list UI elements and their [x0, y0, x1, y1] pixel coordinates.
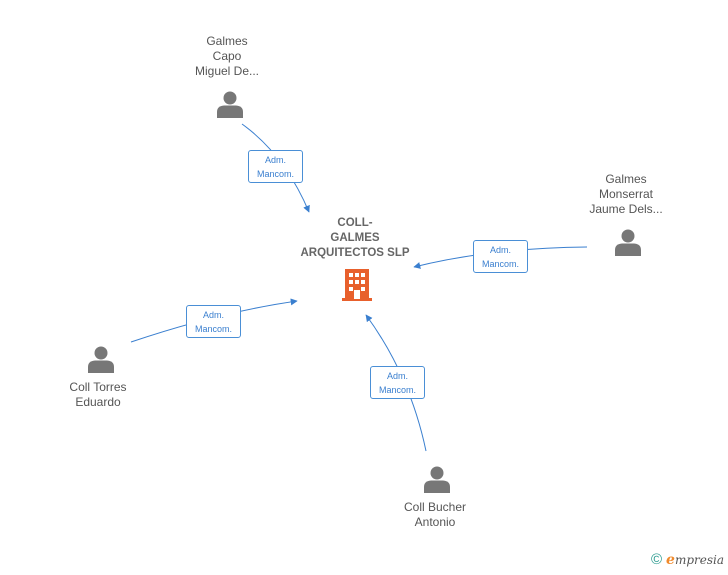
- person-label-coll-torres[interactable]: Coll Torres Eduardo: [48, 380, 148, 410]
- company-name-line: COLL-: [337, 217, 373, 229]
- person-name-line: Antonio: [414, 515, 456, 529]
- edge-label-line: Adm.: [489, 245, 511, 255]
- edge-label-line: Mancom.: [256, 169, 294, 179]
- person-label-galmes-monserrat[interactable]: Galmes Monserrat Jaume Dels...: [576, 172, 676, 217]
- empresia-logo[interactable]: empresia: [666, 552, 724, 568]
- company-name-line: ARQUITECTOS SLP: [300, 247, 410, 259]
- brand-rest: mpresia: [674, 553, 724, 567]
- person-name-line: Galmes: [605, 172, 647, 186]
- edge-label-line: Adm.: [202, 310, 224, 320]
- person-name-line: Eduardo: [75, 395, 121, 409]
- edge-label-coll-torres[interactable]: Adm. Mancom.: [186, 305, 241, 338]
- edge-label-galmes-monserrat[interactable]: Adm. Mancom.: [473, 240, 528, 273]
- person-icon[interactable]: [614, 228, 642, 256]
- brand-initial: e: [666, 552, 675, 568]
- person-name-line: Coll Bucher: [403, 500, 467, 514]
- edge-label-line: Mancom.: [378, 385, 416, 395]
- building-icon[interactable]: [342, 267, 372, 301]
- person-name-line: Miguel De...: [194, 64, 260, 78]
- edge-label-galmes-capo[interactable]: Adm. Mancom.: [248, 150, 303, 183]
- footer-brand: © empresia: [651, 551, 724, 569]
- edge-label-line: Adm.: [264, 155, 286, 165]
- company-name[interactable]: COLL- GALMES ARQUITECTOS SLP: [290, 216, 420, 261]
- person-label-galmes-capo[interactable]: Galmes Capo Miguel De...: [177, 34, 277, 79]
- person-name-line: Monserrat: [598, 187, 654, 201]
- person-name-line: Coll Torres: [69, 380, 127, 394]
- person-label-coll-bucher[interactable]: Coll Bucher Antonio: [385, 500, 485, 530]
- edge-label-line: Mancom.: [194, 324, 232, 334]
- person-name-line: Jaume Dels...: [589, 202, 663, 216]
- company-name-line: GALMES: [330, 232, 380, 244]
- person-icon[interactable]: [216, 90, 244, 118]
- person-icon[interactable]: [423, 465, 451, 493]
- edge-label-line: Mancom.: [481, 259, 519, 269]
- person-name-line: Capo: [212, 49, 242, 63]
- person-name-line: Galmes: [206, 34, 248, 48]
- person-icon[interactable]: [87, 345, 115, 373]
- edge-label-line: Adm.: [386, 371, 408, 381]
- copyright-icon: ©: [650, 551, 663, 568]
- edge-label-coll-bucher[interactable]: Adm. Mancom.: [370, 366, 425, 399]
